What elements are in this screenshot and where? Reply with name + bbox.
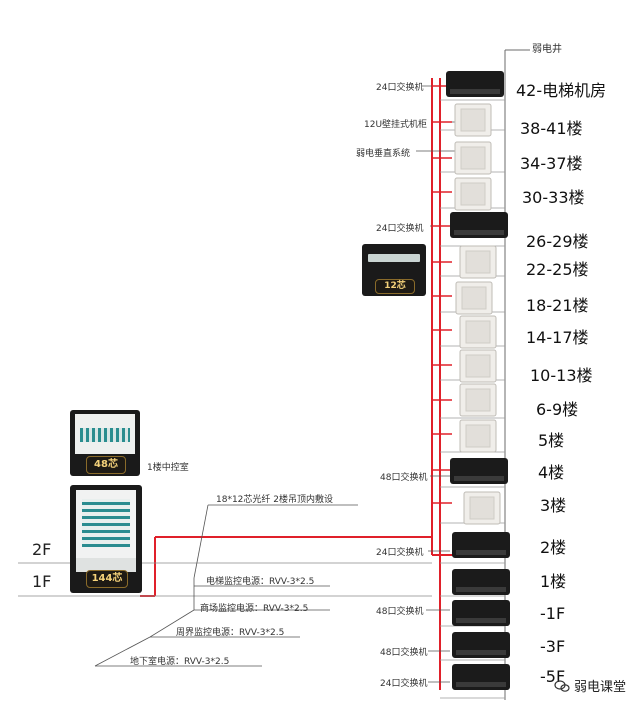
- label-wall-cabinet: 12U壁挂式机柜: [364, 120, 428, 130]
- left-floor-2f: 2F: [32, 540, 52, 559]
- floor-label: -1F: [540, 604, 566, 623]
- cabinet-38-41-door: [460, 108, 486, 132]
- floor-label: 10-13楼: [530, 366, 593, 385]
- floor-label: 34-37楼: [520, 154, 583, 173]
- mall-power-label: 商场监控电源：RVV-3*2.5: [200, 604, 309, 614]
- fiber-cable-label: 18*12芯光纤 2楼吊顶内敷设: [216, 495, 333, 505]
- floor-label: 14-17楼: [526, 328, 589, 347]
- basement-power-label: 地下室电源：RVV-3*2.5: [130, 657, 230, 667]
- cabinet-6-9-door: [465, 388, 491, 412]
- floor-label: -5F: [540, 667, 566, 686]
- label-switch24-top: 24口交换机: [376, 83, 424, 93]
- floor-label: 30-33楼: [522, 188, 585, 207]
- switch-4f-ports: [454, 476, 504, 481]
- floor-label: 2楼: [540, 538, 567, 557]
- cabinet-22-25-door: [465, 250, 491, 274]
- switch-1f-ports: [456, 587, 506, 592]
- cabinet-14-17-door: [465, 320, 491, 344]
- floor-label: 4楼: [538, 463, 565, 482]
- watermark: 弱电课堂: [554, 676, 626, 695]
- badge-12-core: 12芯: [375, 279, 415, 294]
- badge-48-core: 48芯: [86, 456, 126, 474]
- floor-label: 38-41楼: [520, 119, 583, 138]
- switch-2f-ports: [456, 550, 506, 555]
- elevator-power-label: 电梯监控电源：RVV-3*2.5: [206, 577, 315, 587]
- cabinet-34-37-door: [460, 146, 486, 170]
- floor-label: 1楼: [540, 572, 567, 591]
- perimeter-power-label: 周界监控电源：RVV-3*2.5: [176, 628, 285, 638]
- switch-b3-ports: [456, 650, 506, 655]
- floor-label: 18-21楼: [526, 296, 589, 315]
- label-vertical-system: 弱电垂直系统: [356, 149, 411, 159]
- left-floor-1f: 1F: [32, 572, 52, 591]
- floor-label: -3F: [540, 637, 566, 656]
- watermark-text: 弱电课堂: [573, 680, 626, 695]
- label-switch48-b1: 48口交换机: [376, 607, 424, 617]
- switch-b1-ports: [456, 618, 506, 623]
- cabinet-18-21-door: [461, 286, 487, 310]
- label-switch24-b5: 24口交换机: [380, 679, 428, 689]
- cable-leader: [149, 609, 195, 638]
- switch-b5-ports: [456, 682, 506, 687]
- floor-label: 3楼: [540, 496, 567, 515]
- chat-bubble-icon: [554, 679, 570, 692]
- label-switch24-2f: 24口交换机: [376, 548, 424, 558]
- floor-label: 26-29楼: [526, 232, 589, 251]
- label-switch24-mid: 24口交换机: [376, 224, 424, 234]
- floor-label: 42-电梯机房: [516, 81, 607, 100]
- badge-144-core: 144芯: [86, 570, 128, 588]
- floor-label: 6-9楼: [536, 400, 579, 419]
- shaft-title: 弱电井: [532, 44, 562, 55]
- switch-26-29-ports: [454, 230, 504, 235]
- cable-leader: [94, 636, 151, 667]
- floor-label: 5楼: [538, 431, 565, 450]
- cabinet-10-13-door: [465, 354, 491, 378]
- floor-label: 22-25楼: [526, 260, 589, 279]
- switch-42f-ports: [450, 89, 500, 94]
- cabinet-5-door: [465, 424, 491, 448]
- label-switch48-b3: 48口交换机: [380, 648, 428, 658]
- cabinet-30-33-door: [460, 182, 486, 206]
- cabinet-3-door: [469, 496, 495, 520]
- cable-leader: [193, 504, 209, 579]
- control-room-label: 1楼中控室: [147, 463, 189, 473]
- label-switch48-4f: 48口交换机: [380, 473, 428, 483]
